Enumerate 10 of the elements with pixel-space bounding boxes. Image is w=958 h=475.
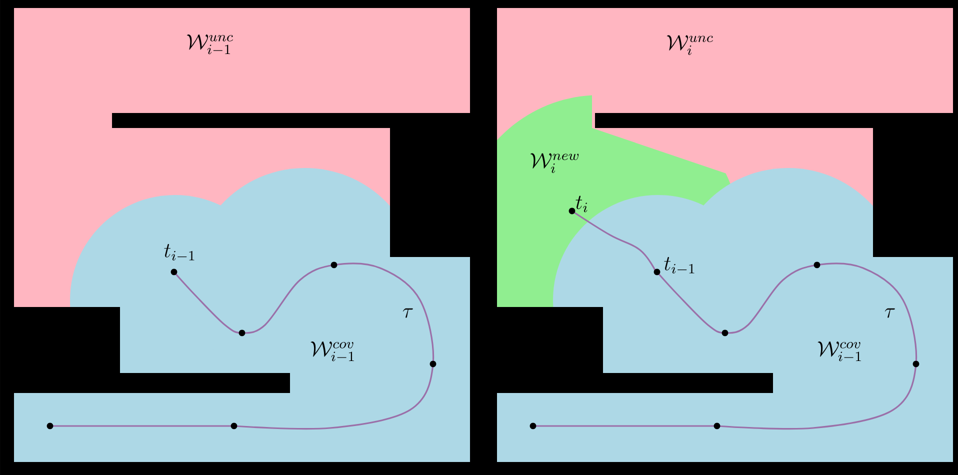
region-label: $\mathcal{W}_{i-1}^{cov}$ bbox=[818, 341, 861, 362]
point-label: $t_{i-1}$ bbox=[664, 256, 694, 274]
region-label: $\mathcal{W}_{i-1}^{cov}$ bbox=[310, 341, 354, 362]
point-label: $t_{i}$ bbox=[576, 196, 588, 212]
region-label: $\mathcal{W}_{i-1}^{unc}$ bbox=[186, 34, 233, 54]
region-label: $\mathcal{W}_{i}^{new}$ bbox=[530, 153, 579, 173]
region-label: $\mathcal{W}_{i}^{unc}$ bbox=[666, 35, 713, 55]
path-label: $\tau$ bbox=[884, 308, 895, 318]
path-label: $\tau$ bbox=[402, 308, 413, 318]
point-label: $t_{i-1}$ bbox=[164, 244, 194, 260]
